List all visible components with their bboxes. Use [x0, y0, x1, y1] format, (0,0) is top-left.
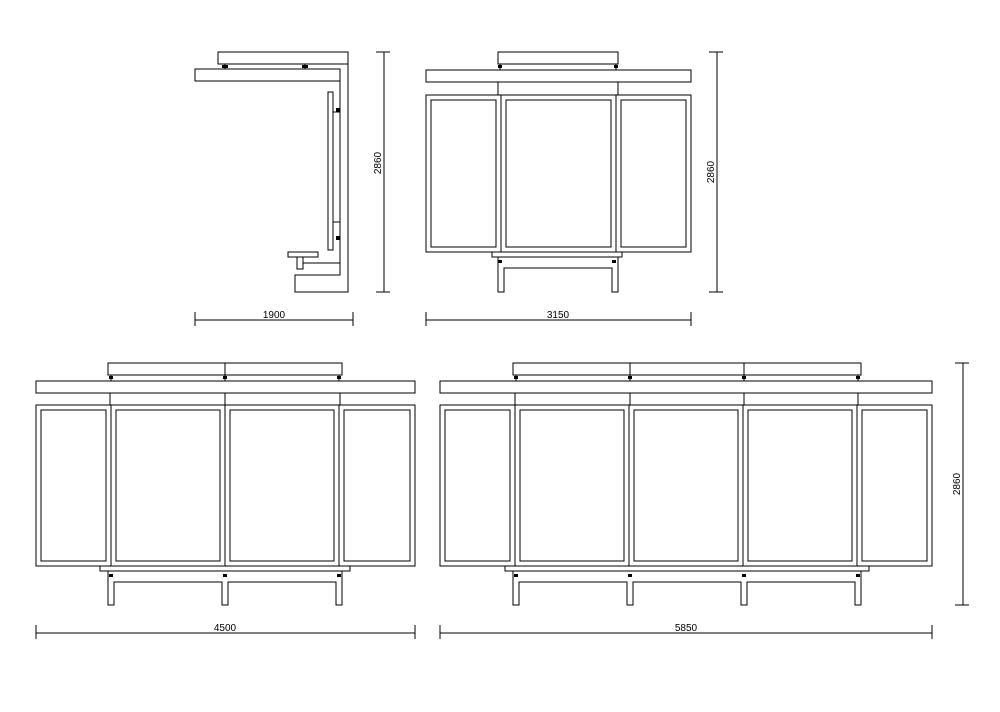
panel-3 [224, 404, 340, 567]
side-glass-edge [327, 91, 334, 251]
side-seat-leg [296, 256, 304, 270]
side-back-post [294, 52, 349, 293]
panel-4 [742, 404, 858, 567]
side-height-label: 2860 [373, 151, 384, 174]
side-width-label: 1900 [263, 310, 286, 321]
seat-bench [99, 565, 351, 572]
panel-right [615, 94, 692, 253]
roof-upper-rail [217, 51, 349, 65]
seat-bench [491, 251, 623, 258]
panel-3 [628, 404, 744, 567]
seat-bench [504, 565, 870, 572]
panel-1 [439, 404, 516, 567]
panel-4 [338, 404, 416, 567]
front-view-3150: 2860 3150 [425, 51, 723, 326]
side-seat [287, 251, 319, 258]
top-rail [512, 362, 862, 376]
front-5850-width-label: 5850 [675, 623, 698, 634]
roof-beam [439, 380, 933, 394]
front-3150-width-label: 3150 [547, 310, 570, 321]
panel-2 [110, 404, 226, 567]
panel-left [425, 94, 502, 253]
roof-beam [425, 69, 692, 83]
side-view: 2860 1900 [194, 51, 390, 326]
front-3150-height-label: 2860 [706, 160, 717, 183]
panel-2 [514, 404, 630, 567]
front-view-5850: 2860 5850 [439, 362, 969, 639]
panel-1 [35, 404, 112, 567]
roof-lower-rail [194, 68, 341, 82]
side-back-panel [332, 111, 341, 223]
front-5850-height-label: 2860 [952, 472, 963, 495]
front-view-4500: 4500 [35, 362, 416, 639]
panel-center [500, 94, 617, 253]
roof-beam [35, 380, 416, 394]
top-rail [497, 51, 619, 65]
panel-5 [856, 404, 933, 567]
front-4500-width-label: 4500 [214, 623, 237, 634]
